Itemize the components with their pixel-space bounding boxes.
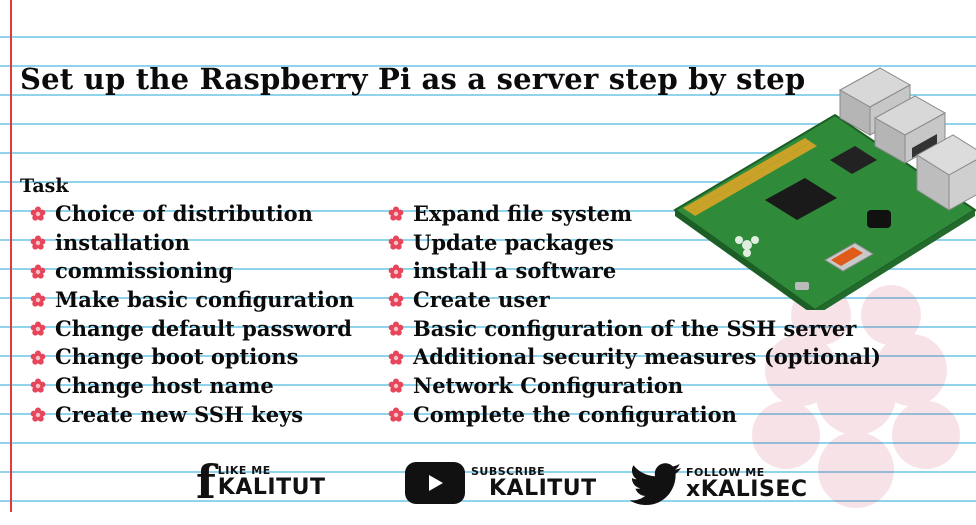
youtube-subscribe-link[interactable]: SUBSCRIBE KALITUT (405, 462, 597, 504)
list-item: Complete the configuration (388, 401, 881, 430)
list-item-label: Change host name (55, 373, 274, 399)
list-item: installation (30, 229, 354, 258)
task-list-right: Expand file system Update packages insta… (388, 200, 881, 430)
flower-bullet-icon (388, 407, 404, 422)
task-list-left: Choice of distribution installation comm… (30, 200, 354, 430)
facebook-like-link[interactable]: f LIKE ME KALITUT (196, 455, 326, 509)
facebook-text: LIKE ME KALITUT (218, 465, 326, 499)
flower-bullet-icon (30, 206, 46, 221)
facebook-f-icon: f (196, 455, 216, 509)
list-item: Update packages (388, 229, 881, 258)
list-item: install a software (388, 257, 881, 286)
flower-bullet-icon (388, 350, 404, 365)
twitter-bird-icon (630, 463, 681, 505)
list-item: Change default password (30, 315, 354, 344)
list-item: Change host name (30, 372, 354, 401)
raspberry-pi-board-image (673, 67, 976, 310)
list-item: commissioning (30, 257, 354, 286)
list-item-label: Network Configuration (413, 373, 684, 399)
facebook-big-label: KALITUT (217, 475, 326, 500)
twitter-small-label: FOLLOW ME (686, 466, 765, 479)
list-item: Create new SSH keys (30, 401, 354, 430)
list-item-label: Choice of distribution (55, 201, 313, 226)
flower-bullet-icon (30, 407, 46, 422)
list-item-label: Expand file system (413, 201, 633, 226)
flower-bullet-icon (388, 235, 404, 250)
list-item-label: Additional security measures (optional) (413, 344, 881, 370)
list-item: Make basic configuration (30, 286, 354, 315)
list-item-label: installation (55, 229, 190, 255)
list-item-label: Change default password (55, 315, 352, 341)
list-item: Expand file system (388, 200, 881, 229)
list-item-label: Create new SSH keys (55, 401, 304, 427)
list-item-label: Basic configuration of the SSH server (413, 315, 857, 341)
list-item-label: commissioning (55, 258, 234, 284)
youtube-play-icon (405, 462, 465, 504)
twitter-big-label: xKALISEC (686, 477, 808, 502)
list-item-label: Complete the configuration (413, 401, 737, 427)
twitter-text: FOLLOW ME xKALISEC (686, 467, 808, 501)
flower-bullet-icon (388, 378, 404, 394)
list-item-label: Make basic configuration (55, 287, 355, 313)
task-label: Task (20, 175, 69, 197)
list-item-label: install a software (413, 258, 617, 284)
flower-bullet-icon (30, 378, 46, 394)
list-item: Additional security measures (optional) (388, 343, 881, 372)
twitter-follow-link[interactable]: FOLLOW ME xKALISEC (630, 462, 808, 506)
flower-bullet-icon (30, 264, 46, 279)
list-item: Network Configuration (388, 372, 881, 401)
flower-bullet-icon (30, 292, 46, 308)
flower-bullet-icon (30, 321, 46, 336)
list-item-label: Change boot options (55, 344, 299, 370)
page-title: Set up the Raspberry Pi as a server step… (20, 62, 806, 96)
flower-bullet-icon (388, 264, 404, 279)
list-item: Create user (388, 286, 881, 315)
list-item: Change boot options (30, 343, 354, 372)
list-item-label: Update packages (413, 229, 614, 255)
margin-line (10, 0, 12, 512)
youtube-small-label: SUBSCRIBE (471, 465, 546, 478)
flower-bullet-icon (388, 321, 404, 336)
flower-bullet-icon (388, 292, 404, 308)
flower-bullet-icon (30, 350, 46, 365)
list-item: Choice of distribution (30, 200, 354, 229)
youtube-big-label: KALITUT (489, 476, 597, 501)
youtube-text: SUBSCRIBE KALITUT (471, 466, 597, 500)
flower-bullet-icon (30, 235, 46, 250)
list-item: Basic configuration of the SSH server (388, 315, 881, 344)
facebook-small-label: LIKE ME (217, 464, 271, 477)
list-item-label: Create user (413, 287, 550, 313)
flower-bullet-icon (388, 206, 404, 221)
